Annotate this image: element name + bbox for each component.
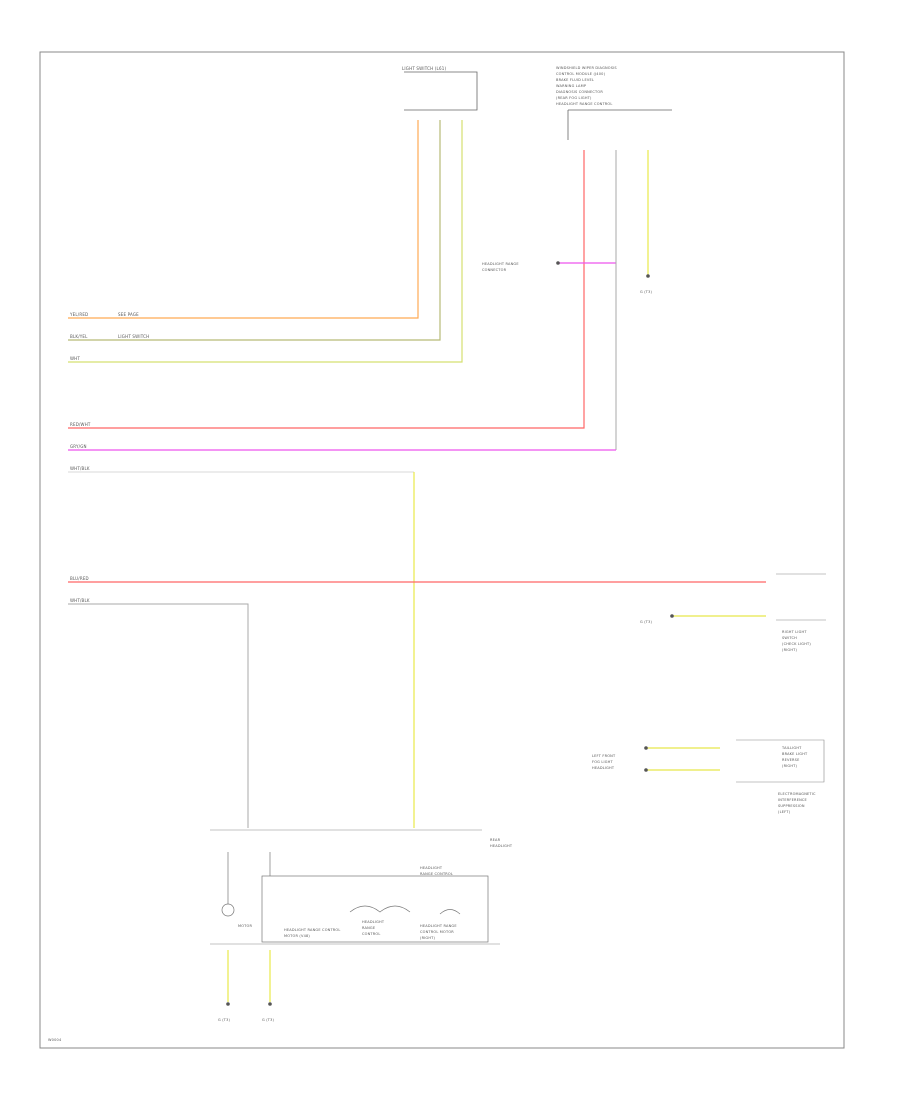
row-label-8: WHT/BLK: [70, 598, 90, 603]
right-bottom-name-2: BRAKE LIGHT: [782, 752, 808, 756]
right-side-label-3: (CHECK LIGHT): [782, 642, 811, 646]
connector-dot-3: [556, 261, 560, 265]
right-bottom-name-3: REVERSE: [782, 758, 800, 762]
right-ground-label: G (T3): [640, 620, 653, 624]
ground-dot-left: [226, 1002, 230, 1006]
row-label-2: BLK/YEL: [70, 334, 88, 339]
right-caption-1: ELECTROMAGNETIC: [778, 792, 816, 796]
row-label-4: RED/WHT: [70, 422, 91, 427]
sub-label-1: MOTOR: [238, 924, 253, 928]
motor-symbol: [221, 903, 235, 917]
connector-dot-1: [644, 746, 648, 750]
diagram-frame: [39, 51, 845, 1049]
pair-label-3: HEADLIGHT: [592, 766, 615, 770]
diagram-footer-code: W0004: [48, 1038, 62, 1042]
module-label-6: (REAR FOG LIGHT): [556, 96, 592, 100]
right-component-bracket: [776, 573, 826, 621]
module-label-2: CONTROL MODULE (J400): [556, 72, 606, 76]
pair-label-1: LEFT FRONT: [592, 754, 616, 758]
row-label-6: WHT/BLK: [70, 466, 90, 471]
right-bottom-name-4: (RIGHT): [782, 764, 798, 768]
module-label-7: HEADLIGHT RANGE CONTROL: [556, 102, 613, 106]
right-side-label-1: RIGHT LIGHT: [782, 630, 807, 634]
row-label-3: WHT: [70, 356, 81, 361]
light-control-label-1: HEADLIGHT: [420, 866, 443, 870]
light-control-label-2: RANGE CONTROL: [420, 872, 454, 876]
row-label-5: GRY/GN: [70, 444, 87, 449]
headlight-range-control: [261, 875, 489, 943]
wire-gray-module: [68, 603, 249, 828]
emergency-connector-label-1: HEADLIGHT RANGE: [482, 262, 519, 266]
row-label-1: YEL/RED: [70, 312, 89, 317]
module-label-3: BRAKE FLUID LEVEL: [556, 78, 595, 82]
ground-top-label: G (T3): [640, 290, 653, 294]
module-label-5: DIAGNOSIS CONNECTOR: [556, 90, 603, 94]
pair-label-2: FOG LIGHT: [592, 760, 613, 764]
row-suffix-1: SEE PAGE: [118, 312, 139, 317]
right-bottom-name-1: TAILLIGHT: [782, 746, 802, 750]
light-switch-component: [404, 71, 478, 111]
ground-label-2: G (T3): [262, 1018, 275, 1022]
ground-dot-top: [646, 274, 650, 278]
module-bracket: [567, 109, 672, 140]
wire-yellow-green: [68, 120, 463, 363]
rear-module-label-2: HEADLIGHT: [490, 844, 513, 848]
right-bottom-bracket: [736, 739, 825, 783]
ground-label-1: G (T3): [218, 1018, 231, 1022]
motor-label-2: RANGE: [362, 926, 376, 930]
ground-dot-right-side: [670, 614, 674, 618]
control-arcs: [349, 905, 461, 915]
ground-dot-right: [268, 1002, 272, 1006]
sub-label-4: HEADLIGHT RANGE: [420, 924, 457, 928]
module-label-4: WARNING LAMP: [556, 84, 587, 88]
wire-orange: [68, 120, 419, 319]
wire-red: [68, 150, 585, 429]
connector-dot-2: [644, 768, 648, 772]
row-label-7: BLU/RED: [70, 576, 89, 581]
bottom-module-outline: [210, 829, 500, 945]
light-switch-label: LIGHT SWITCH (L61): [402, 66, 447, 71]
right-caption-4: (LEFT): [778, 810, 791, 814]
row-suffix-2: LIGHT SWITCH: [118, 334, 150, 339]
emergency-connector-label-2: CONNECTOR: [482, 268, 507, 272]
motor-label-3: CONTROL: [362, 932, 381, 936]
right-caption-3: SUPPRESSION: [778, 804, 805, 808]
motor-label-1: HEADLIGHT: [362, 920, 385, 924]
right-side-label-2: SWITCH: [782, 636, 797, 640]
right-caption-2: INTERFERENCE: [778, 798, 807, 802]
sub-label-2: HEADLIGHT RANGE CONTROL: [284, 928, 341, 932]
right-side-label-4: (RIGHT): [782, 648, 798, 652]
sub-label-3: MOTOR (V48): [284, 934, 310, 938]
sub-label-6: (RIGHT): [420, 936, 436, 940]
module-label-1: WINDSHIELD WIPER DIAGNOSIS: [556, 66, 617, 70]
sub-label-5: CONTROL MOTOR: [420, 930, 454, 934]
rear-module-label-1: REAR: [490, 838, 501, 842]
wire-olive: [68, 120, 441, 341]
